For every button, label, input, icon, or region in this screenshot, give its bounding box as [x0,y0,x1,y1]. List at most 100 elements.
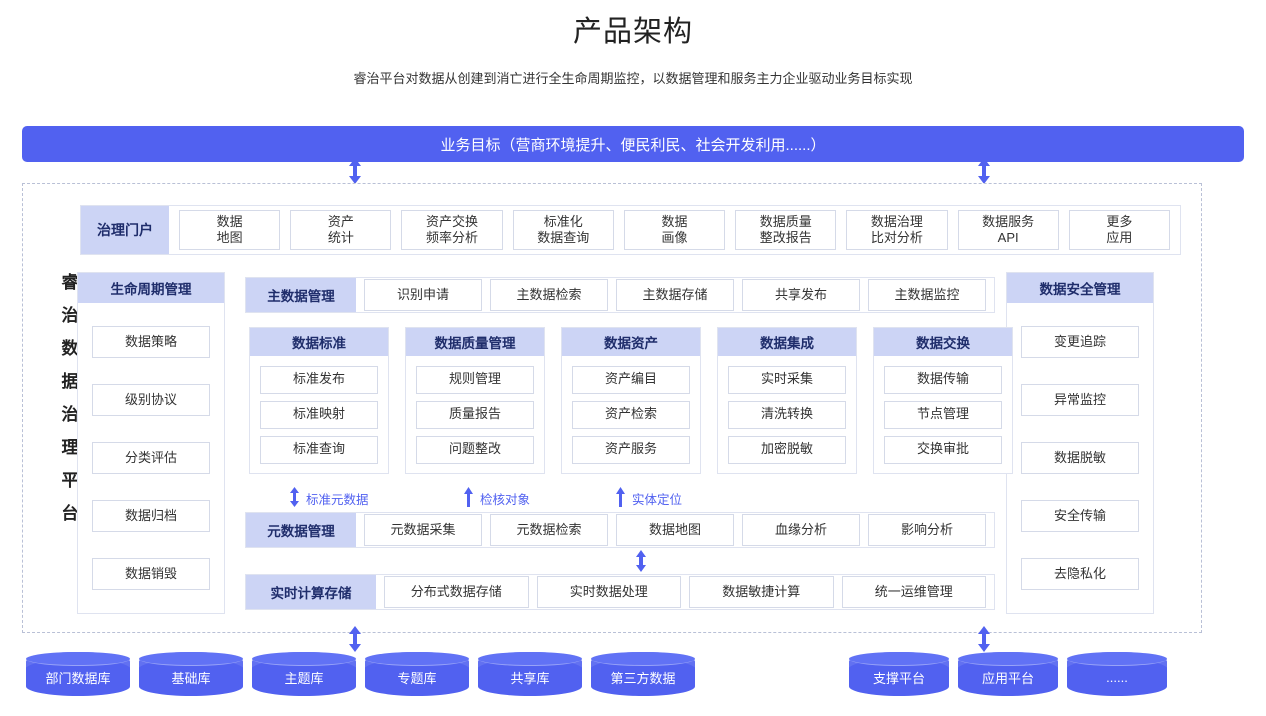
subpanel-item[interactable]: 规则管理 [416,365,534,394]
security-item[interactable]: 去隐私化 [1021,558,1139,590]
security-panel-title: 数据安全管理 [1007,273,1153,303]
data-security-management-panel: 数据安全管理 变更追踪 异常监控 数据脱敏 安全传输 去隐私化 [1006,272,1154,614]
double-arrow-icon-sources-right [976,626,992,652]
governance-portal-items: 数据地图 资产统计 资产交换频率分析 标准化数据查询 数据画像 数据质量整改报告… [169,206,1180,254]
double-arrow-icon [289,487,300,510]
subpanel-item[interactable]: 实时采集 [728,365,846,394]
subpanel-item[interactable]: 标准查询 [260,435,378,464]
platform-cylinder[interactable]: ...... [1067,652,1167,696]
platform-name-char: 睿 [61,273,79,292]
lifecycle-item[interactable]: 数据销毁 [92,558,210,590]
subpanel-data-exchange: 数据交换 数据传输 节点管理 交换审批 [873,327,1013,474]
security-panel-items: 变更追踪 异常监控 数据脱敏 安全传输 去隐私化 [1007,303,1153,613]
platform-name-char: 治 [61,306,79,325]
platform-container: 睿 治 数 据 治 理 平 台 治理门户 数据地图 资产统计 资产交换频率分析 … [22,183,1202,633]
platform-cylinder[interactable]: 应用平台 [958,652,1058,696]
master-data-item[interactable]: 主数据存储 [616,279,734,311]
data-source-cylinder[interactable]: 主题库 [252,652,356,696]
subpanel-item[interactable]: 质量报告 [416,400,534,429]
security-item[interactable]: 变更追踪 [1021,326,1139,358]
metadata-item[interactable]: 元数据采集 [364,514,482,546]
master-data-item[interactable]: 识别申请 [364,279,482,311]
double-arrow-icon-meta-realtime [634,550,650,572]
metadata-management-row: 元数据管理 元数据采集 元数据检索 数据地图 血缘分析 影响分析 [245,512,995,548]
master-data-item[interactable]: 共享发布 [742,279,860,311]
data-source-cylinder[interactable]: 第三方数据 [591,652,695,696]
double-arrow-icon-goal-left [347,158,363,184]
realtime-item[interactable]: 数据敏捷计算 [689,576,834,608]
subpanel-title: 数据交换 [874,328,1012,356]
subpanel-item[interactable]: 清洗转换 [728,400,846,429]
subpanel-data-asset: 数据资产 资产编目 资产检索 资产服务 [561,327,701,474]
security-item[interactable]: 异常监控 [1021,384,1139,416]
lifecycle-item[interactable]: 数据策略 [92,326,210,358]
subpanel-item[interactable]: 加密脱敏 [728,435,846,464]
lifecycle-item[interactable]: 数据归档 [92,500,210,532]
metadata-label: 元数据管理 [246,513,356,547]
subpanel-data-integration: 数据集成 实时采集 清洗转换 加密脱敏 [717,327,857,474]
platform-cylinder[interactable]: 支撑平台 [849,652,949,696]
subpanel-item[interactable]: 资产检索 [572,400,690,429]
realtime-item[interactable]: 分布式数据存储 [384,576,529,608]
subpanel-items: 数据传输 节点管理 交换审批 [874,356,1012,473]
portal-item[interactable]: 资产统计 [290,210,392,250]
platform-name-char: 数 [61,339,79,358]
subpanel-data-standard: 数据标准 标准发布 标准映射 标准查询 [249,327,389,474]
metadata-items: 元数据采集 元数据检索 数据地图 血缘分析 影响分析 [356,513,994,547]
connector-standard-metadata: 标准元数据 [289,487,369,510]
portal-item[interactable]: 资产交换频率分析 [401,210,503,250]
data-source-cylinder[interactable]: 共享库 [478,652,582,696]
portal-item[interactable]: 数据治理比对分析 [846,210,948,250]
lifecycle-item[interactable]: 分类评估 [92,442,210,474]
subpanel-item[interactable]: 资产服务 [572,435,690,464]
realtime-item[interactable]: 实时数据处理 [536,576,681,608]
double-arrow-icon-goal-right [976,158,992,184]
lifecycle-panel-items: 数据策略 级别协议 分类评估 数据归档 数据销毁 [78,303,224,613]
governance-portal-label: 治理门户 [81,206,169,254]
platform-name-char: 台 [61,504,79,523]
portal-item[interactable]: 数据地图 [179,210,281,250]
page-title: 产品架构 [572,16,693,48]
master-data-item[interactable]: 主数据监控 [868,279,986,311]
subpanel-item[interactable]: 标准映射 [260,400,378,429]
master-data-item[interactable]: 主数据检索 [490,279,608,311]
portal-item[interactable]: 更多应用 [1068,210,1170,250]
business-goal-banner: 业务目标（营商环境提升、便民利民、社会开发利用......） [22,126,1244,162]
connector-label: 检核对象 [480,493,531,507]
portal-item[interactable]: 数据质量整改报告 [735,210,837,250]
lifecycle-management-panel: 生命周期管理 数据策略 级别协议 分类评估 数据归档 数据销毁 [77,272,225,614]
data-source-cylinder[interactable]: 部门数据库 [26,652,130,696]
realtime-items: 分布式数据存储 实时数据处理 数据敏捷计算 统一运维管理 [376,575,994,609]
realtime-item[interactable]: 统一运维管理 [841,576,986,608]
subpanel-item[interactable]: 交换审批 [884,435,1002,464]
subpanel-item[interactable]: 数据传输 [884,365,1002,394]
subpanel-title: 数据资产 [562,328,700,356]
data-source-cylinder[interactable]: 基础库 [139,652,243,696]
data-source-cylinder[interactable]: 专题库 [365,652,469,696]
portal-item[interactable]: 数据画像 [623,210,726,250]
subpanel-items: 实时采集 清洗转换 加密脱敏 [718,356,856,473]
lifecycle-item[interactable]: 级别协议 [92,384,210,416]
subpanel-item[interactable]: 节点管理 [884,400,1002,429]
subpanel-title: 数据质量管理 [406,328,544,356]
up-arrow-icon [463,487,474,510]
connector-label: 标准元数据 [306,493,369,507]
connector-entity-location: 实体定位 [615,487,682,510]
subpanel-title: 数据标准 [250,328,388,356]
subpanel-items: 标准发布 标准映射 标准查询 [250,356,388,473]
subpanel-item[interactable]: 资产编目 [572,365,690,394]
realtime-compute-storage-row: 实时计算存储 分布式数据存储 实时数据处理 数据敏捷计算 统一运维管理 [245,574,995,610]
security-item[interactable]: 安全传输 [1021,500,1139,532]
metadata-item[interactable]: 元数据检索 [490,514,608,546]
metadata-item[interactable]: 血缘分析 [742,514,860,546]
master-data-items: 识别申请 主数据检索 主数据存储 共享发布 主数据监控 [356,278,994,312]
master-data-management-row: 主数据管理 识别申请 主数据检索 主数据存储 共享发布 主数据监控 [245,277,995,313]
metadata-item[interactable]: 影响分析 [868,514,986,546]
subpanel-item[interactable]: 问题整改 [416,435,534,464]
portal-item[interactable]: 标准化数据查询 [512,210,614,250]
subpanel-item[interactable]: 标准发布 [260,365,378,394]
metadata-item[interactable]: 数据地图 [616,514,734,546]
security-item[interactable]: 数据脱敏 [1021,442,1139,474]
